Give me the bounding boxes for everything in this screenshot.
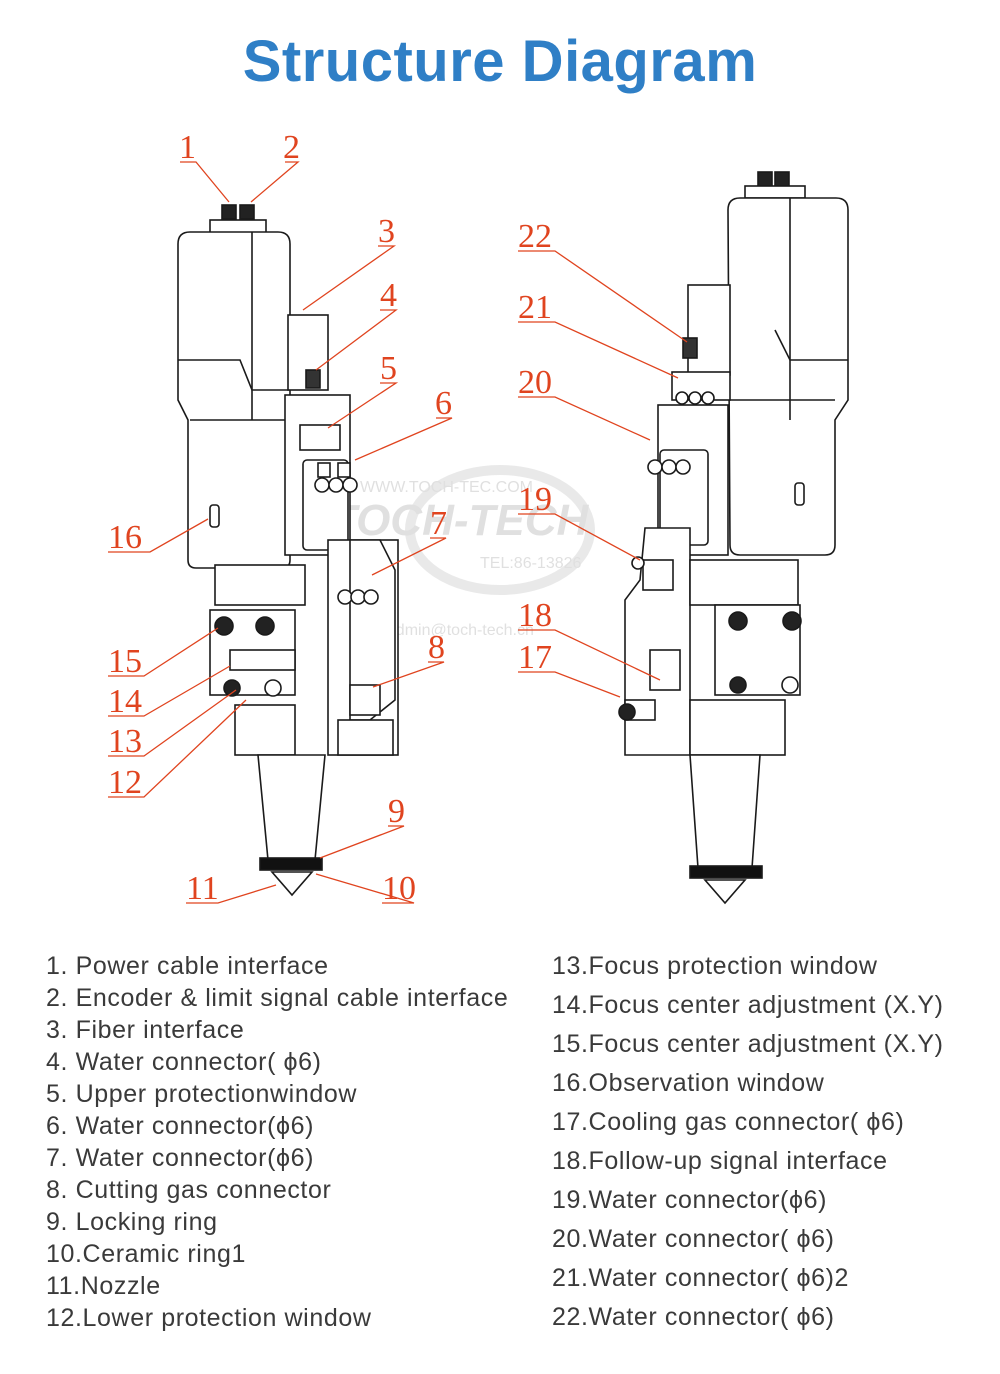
callout-13: 13 (108, 723, 142, 760)
page-title: Structure Diagram (242, 29, 758, 94)
callout-2: 2 (283, 129, 300, 166)
callout-17: 17 (518, 639, 552, 676)
callout-16: 16 (108, 519, 142, 556)
callout-12: 12 (108, 764, 142, 801)
callout-6: 6 (435, 385, 452, 422)
callout-10: 10 (382, 870, 416, 907)
laser-head-left (177, 204, 399, 897)
callout-5: 5 (380, 350, 397, 387)
callout-14: 14 (108, 683, 142, 720)
legend-item-17: 17.Cooling gas connector( ϕ6) (552, 1108, 905, 1136)
callout-11: 11 (186, 870, 219, 907)
callout-9: 9 (388, 793, 405, 830)
legend-item-10: 10.Ceramic ring1 (46, 1240, 246, 1268)
callout-18: 18 (518, 597, 552, 634)
callout-numbers: 1 2 3 4 5 6 7 8 9 10 11 12 13 14 15 16 1… (108, 129, 552, 907)
legend-item-12: 12.Lower protection window (46, 1304, 372, 1332)
legend-item-8: 8. Cutting gas connector (46, 1176, 332, 1204)
watermark-url: WWW.TOCH-TEC.COM (360, 479, 533, 496)
structure-diagram: WWW.TOCH-TEC.COM TOCH-TECH TEL:86-13826 … (108, 129, 849, 907)
laser-head-right (618, 171, 849, 905)
legend-item-1: 1. Power cable interface (46, 952, 329, 980)
legend-item-22: 22.Water connector( ϕ6) (552, 1303, 835, 1331)
legend-item-19: 19.Water connector(ϕ6) (552, 1186, 827, 1214)
callout-20: 20 (518, 364, 552, 401)
callout-lines (108, 161, 688, 904)
legend-item-3: 3. Fiber interface (46, 1016, 245, 1044)
callout-4: 4 (380, 277, 397, 314)
legend-left: 1. Power cable interface 2. Encoder & li… (46, 952, 526, 1352)
connector-row-21 (675, 391, 715, 405)
callout-22: 22 (518, 218, 552, 255)
watermark-brand: TOCH-TECH (330, 496, 590, 545)
callout-8: 8 (428, 629, 445, 666)
connector-row-6 (314, 462, 358, 493)
connector-row-7 (337, 589, 379, 605)
legend-item-15: 15.Focus center adjustment (X.Y) (552, 1030, 944, 1058)
legend-item-9: 9. Locking ring (46, 1208, 218, 1236)
legend-item-16: 16.Observation window (552, 1069, 825, 1097)
callout-15: 15 (108, 643, 142, 680)
legend-item-4: 4. Water connector( ϕ6) (46, 1048, 322, 1076)
callout-1: 1 (179, 129, 196, 166)
callout-3: 3 (378, 213, 395, 250)
callout-21: 21 (518, 289, 552, 326)
legend-item-6: 6. Water connector(ϕ6) (46, 1112, 315, 1140)
legend-right: 13.Focus protection window 14.Focus cent… (552, 952, 992, 1352)
legend-item-20: 20.Water connector( ϕ6) (552, 1225, 835, 1253)
legend-item-13: 13.Focus protection window (552, 952, 878, 980)
callout-19: 19 (518, 481, 552, 518)
legend-item-5: 5. Upper protectionwindow (46, 1080, 357, 1108)
watermark-tel: TEL:86-13826 (480, 555, 582, 572)
legend-item-18: 18.Follow-up signal interface (552, 1147, 888, 1175)
legend-item-11: 11.Nozzle (46, 1272, 161, 1300)
legend-item-14: 14.Focus center adjustment (X.Y) (552, 991, 944, 1019)
legend-item-21: 21.Water connector( ϕ6)2 (552, 1264, 850, 1292)
connector-row-20 (647, 459, 691, 475)
legend-item-2: 2. Encoder & limit signal cable interfac… (46, 984, 509, 1012)
legend-item-7: 7. Water connector(ϕ6) (46, 1144, 315, 1172)
callout-7: 7 (430, 505, 447, 542)
